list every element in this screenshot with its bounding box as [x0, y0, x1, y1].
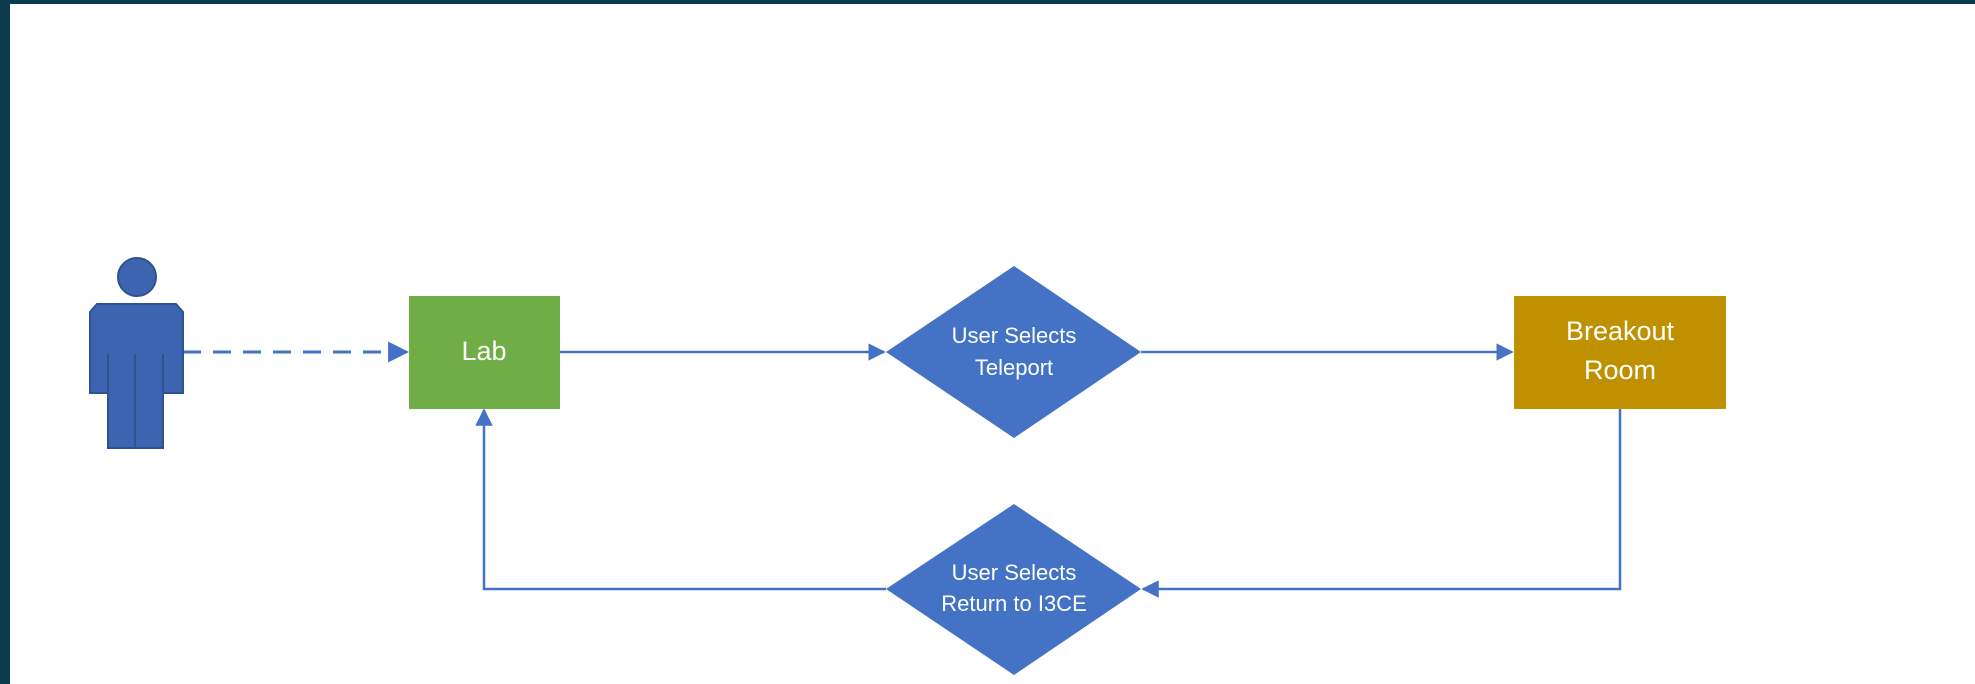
lab-label: Lab	[461, 336, 506, 366]
decision-return: User Selects Return to I3CE	[886, 504, 1141, 675]
person-icon	[89, 257, 184, 449]
breakout-label-line1: Breakout	[1566, 316, 1675, 346]
teleport-label-line1: User Selects	[952, 323, 1077, 348]
breakout-room-node: Breakout Room	[1514, 296, 1726, 409]
teleport-label-line2: Teleport	[975, 355, 1053, 380]
edge-return-to-lab	[475, 408, 886, 591]
lab-node: Lab	[409, 296, 560, 409]
return-label-line1: User Selects	[952, 560, 1077, 585]
return-label-line2: Return to I3CE	[941, 591, 1087, 616]
decision-teleport: User Selects Teleport	[886, 266, 1141, 438]
edge-breakout-to-return	[1141, 409, 1622, 598]
breakout-label-line2: Room	[1584, 355, 1656, 385]
